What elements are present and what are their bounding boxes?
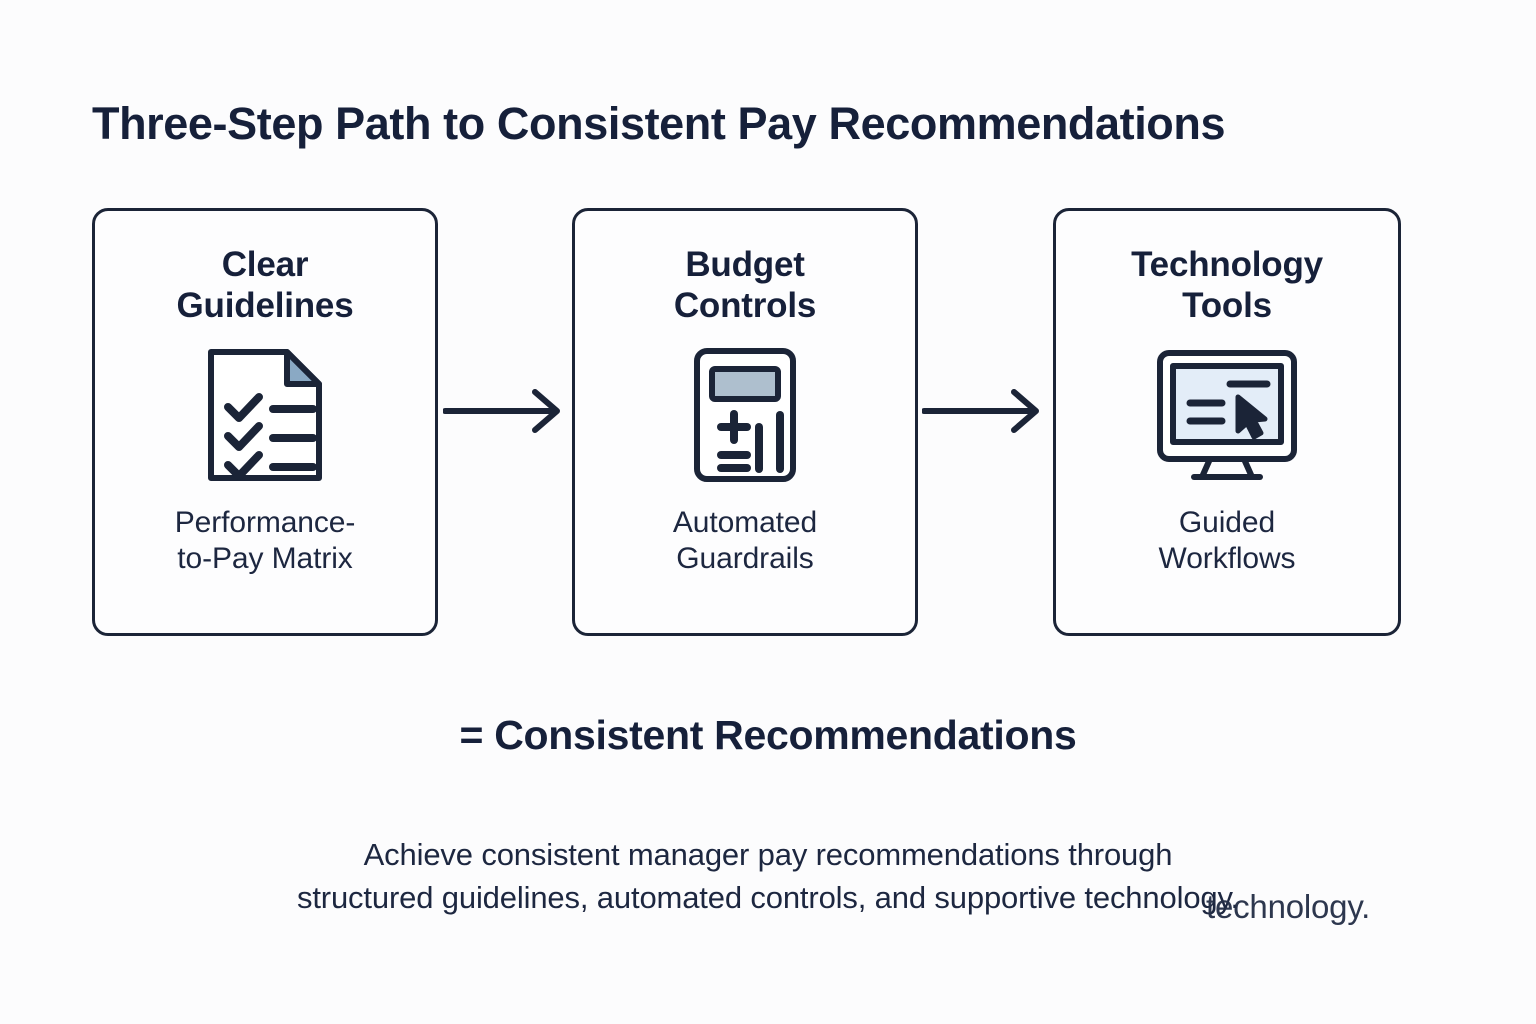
step-caption-line-2: Guardrails	[676, 541, 814, 575]
step-caption-line-1: Automated	[672, 505, 818, 539]
step-title-line-1: Clear	[221, 245, 309, 284]
step-card-technology-tools[interactable]: Technology Tools	[1053, 208, 1401, 636]
page-title: Three-Step Path to Consistent Pay Recomm…	[92, 98, 1226, 150]
calculator-icon	[689, 345, 801, 485]
step-title-line-1: Technology	[1131, 245, 1323, 284]
checklist-document-icon	[201, 345, 329, 485]
step-caption-line-2: Workflows	[1158, 541, 1296, 575]
step-caption-line-1: Performance-	[174, 505, 356, 539]
step-caption-line-1: Guided	[1178, 505, 1276, 539]
summary-paragraph: Achieve consistent manager pay recommend…	[0, 834, 1536, 920]
result-statement: = Consistent Recommendations	[459, 712, 1077, 758]
step-title-line-2: Tools	[1182, 285, 1272, 325]
arrow-right-icon	[921, 388, 1048, 434]
step-card-title: Technology Tools	[1131, 245, 1323, 327]
step-card-caption: Guided Workflows	[1159, 505, 1296, 577]
summary-line-1: Achieve consistent manager pay recommend…	[363, 837, 1173, 872]
step-card-clear-guidelines[interactable]: Clear Guidelines	[92, 208, 438, 636]
steps-row: Clear Guidelines	[0, 208, 1536, 638]
watermark-text: technology.	[1206, 888, 1371, 925]
monitor-cursor-icon	[1152, 345, 1302, 485]
step-card-caption: Performance- to-Pay Matrix	[175, 505, 356, 577]
step-card-budget-controls[interactable]: Budget Controls	[572, 208, 918, 636]
arrow-right-icon	[442, 388, 569, 434]
step-card-caption: Automated Guardrails	[673, 505, 817, 577]
summary-line-2: structured guidelines, automated control…	[296, 879, 1240, 915]
step-card-title: Clear Guidelines	[177, 245, 354, 327]
step-card-title: Budget Controls	[674, 245, 816, 327]
step-caption-line-2: to-Pay Matrix	[177, 541, 353, 575]
step-title-line-1: Budget	[685, 245, 805, 284]
step-title-line-2: Controls	[673, 285, 817, 325]
step-title-line-2: Guidelines	[176, 285, 354, 325]
